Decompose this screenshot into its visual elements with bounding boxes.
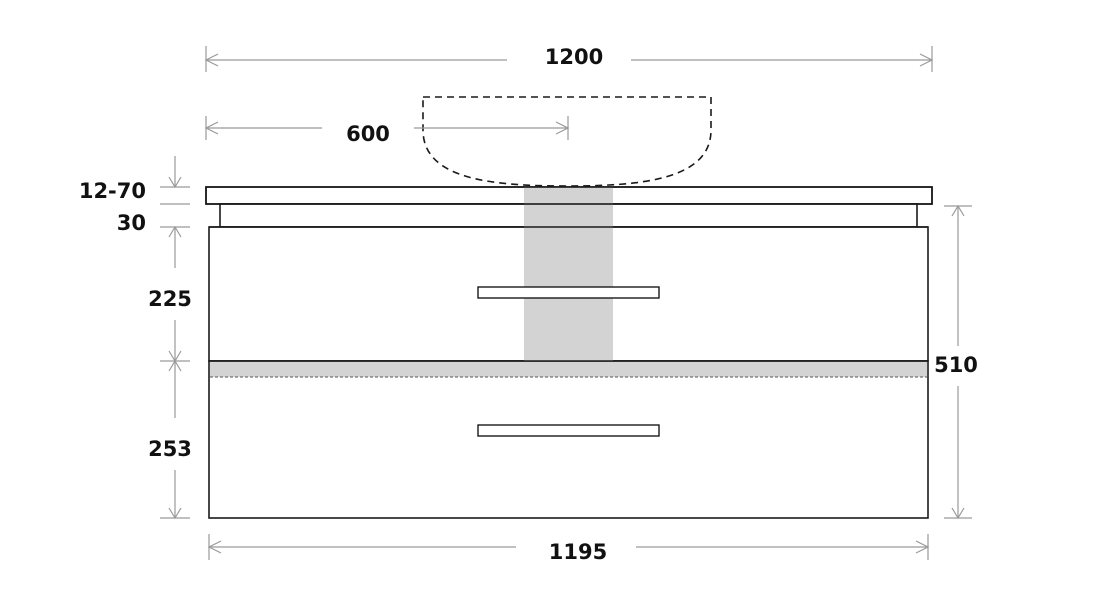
countertop-outline — [205, 186, 933, 205]
plumbing-zone-horizontal — [210, 362, 927, 377]
upper-drawer-handle — [477, 286, 660, 299]
dimension-overall-width: 1200 — [204, 45, 934, 72]
label-top-spacer: 30 — [117, 211, 146, 235]
label-top-thickness: 12-70 — [79, 179, 146, 203]
dimension-cabinet-width: 1195 — [207, 534, 930, 564]
dimension-upper-drawer: 225 — [148, 225, 192, 363]
dimension-top-spacer: 30 — [117, 211, 146, 235]
basin-outline — [422, 96, 712, 187]
label-upper-drawer: 225 — [148, 287, 192, 311]
label-cabinet-width: 1195 — [549, 540, 607, 564]
plumbing-zone-vertical — [524, 187, 613, 361]
cabinet — [205, 186, 933, 519]
label-lower-drawer: 253 — [148, 437, 192, 461]
dimension-top-thickness: 12-70 — [79, 156, 190, 205]
dimension-basin-center: 600 — [204, 116, 570, 146]
label-basin-center: 600 — [346, 122, 390, 146]
lower-drawer-handle — [477, 424, 660, 437]
dimension-lower-drawer: 253 — [148, 359, 192, 520]
label-overall-width: 1200 — [545, 45, 603, 69]
lower-drawer — [208, 360, 929, 519]
label-cabinet-height: 510 — [934, 353, 978, 377]
dimension-cabinet-height: 510 — [934, 204, 978, 520]
